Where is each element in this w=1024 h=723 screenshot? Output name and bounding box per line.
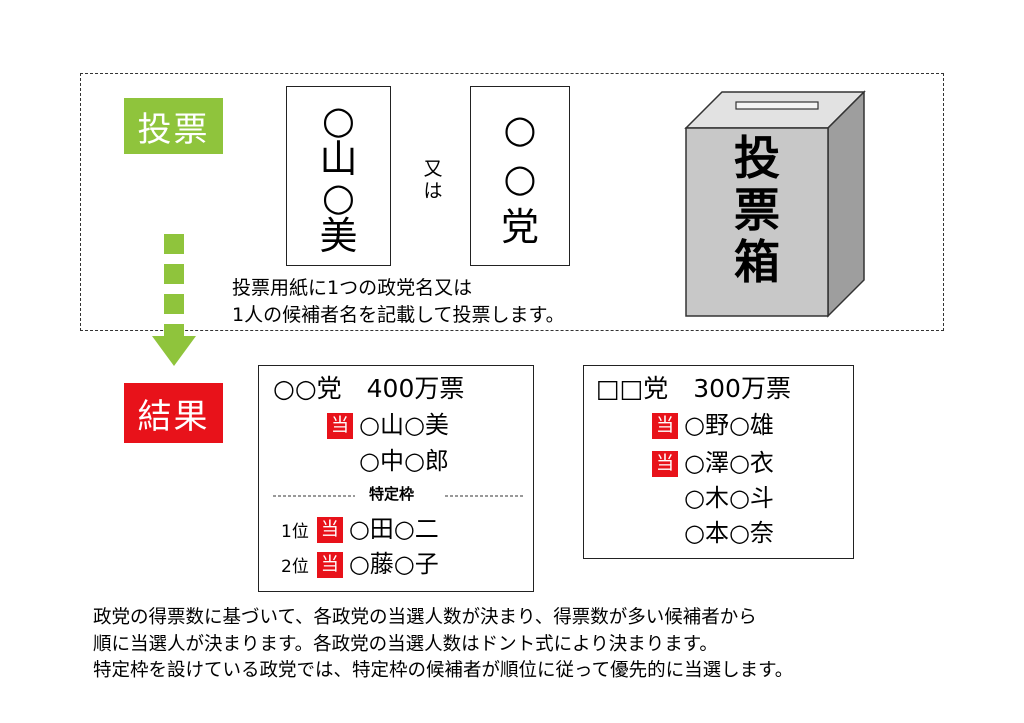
explanation-text: 政党の得票数に基づいて、各政党の当選人数が決まり、得票数が多い候補者から 順に当… (93, 605, 793, 685)
or-char: は (423, 180, 443, 202)
vote-caption: 投票用紙に1つの政党名又は 1人の候補者名を記載して投票します。 (232, 275, 565, 329)
candidate-row: 当○山○美 (327, 410, 449, 440)
elected-mark: 当 (327, 413, 353, 439)
ballot-char: ○ (503, 155, 537, 200)
party1-result-box: ○○党 400万票 当○山○美 ○中○郎 特定枠 1位当○田○二 2位当○藤○子 (258, 365, 534, 592)
ballot-char: ○ (321, 175, 356, 220)
box-label-char: 票 (734, 183, 780, 237)
explanation-line: 政党の得票数に基づいて、各政党の当選人数が決まり、得票数が多い候補者から (93, 607, 757, 628)
candidate-name: ○山○美 (359, 411, 449, 439)
ballot-char: 美 (319, 213, 358, 258)
candidate-row: ○中○郎 (359, 446, 449, 476)
vote-section-frame (80, 73, 944, 331)
party2-header: □□党 300万票 (596, 374, 791, 403)
ballot-char: ○ (503, 107, 537, 152)
candidate-name: ○本○奈 (684, 519, 774, 547)
explanation-line: 特定枠を設けている政党では、特定枠の候補者が順位に従って優先的に当選します。 (93, 660, 794, 681)
special-label: 特定枠 (369, 485, 415, 503)
elected-mark: 当 (316, 517, 343, 543)
candidate-name: ○木○斗 (684, 484, 774, 512)
explanation-line: 順に当選人が決まります。各政党の当選人数はドント式により決まります。 (93, 633, 718, 655)
caption-line: 1人の候補者名を記載して投票します。 (232, 304, 565, 326)
special-candidate-row: 1位当○田○二 (281, 514, 439, 547)
or-label: 又 は (423, 158, 443, 202)
candidate-row: ○木○斗 (684, 483, 774, 513)
candidate-row: 当○野○雄 (652, 410, 774, 440)
elected-mark: 当 (652, 451, 678, 477)
ballot-char: 山 (319, 136, 358, 181)
ballot-char: 党 (500, 204, 539, 249)
candidate-name: ○田○二 (348, 515, 439, 543)
box-label-char: 箱 (734, 235, 780, 289)
ballot-candidate: ○ 山 ○ 美 (286, 86, 391, 266)
candidate-name: ○中○郎 (359, 447, 449, 475)
candidate-row: 当○澤○衣 (652, 448, 774, 478)
special-divider (273, 495, 523, 497)
candidate-name: ○澤○衣 (684, 449, 774, 477)
rank-label: 2位 (281, 557, 309, 577)
party1-header: ○○党 400万票 (273, 374, 465, 403)
candidate-name: ○野○雄 (684, 411, 774, 439)
party2-result-box: □□党 300万票 当○野○雄 当○澤○衣 ○木○斗 ○本○奈 (583, 365, 854, 559)
ballot-box-label: 投 票 箱 (686, 132, 828, 288)
elected-mark: 当 (652, 413, 678, 439)
down-arrow-icon (152, 234, 196, 366)
result-badge: 結果 (124, 383, 223, 443)
elected-mark: 当 (316, 552, 343, 578)
candidate-row: ○本○奈 (684, 518, 774, 548)
special-candidate-row: 2位当○藤○子 (281, 549, 439, 582)
caption-line: 投票用紙に1つの政党名又は (232, 277, 473, 299)
rank-label: 1位 (281, 522, 309, 542)
ballot-party: ○ ○ 党 (470, 86, 570, 266)
ballot-box-icon (684, 90, 866, 318)
ballot-char: ○ (321, 98, 356, 143)
candidate-name: ○藤○子 (348, 550, 439, 578)
vote-badge: 投票 (124, 98, 223, 154)
or-char: 又 (423, 158, 443, 180)
box-label-char: 投 (734, 131, 780, 185)
